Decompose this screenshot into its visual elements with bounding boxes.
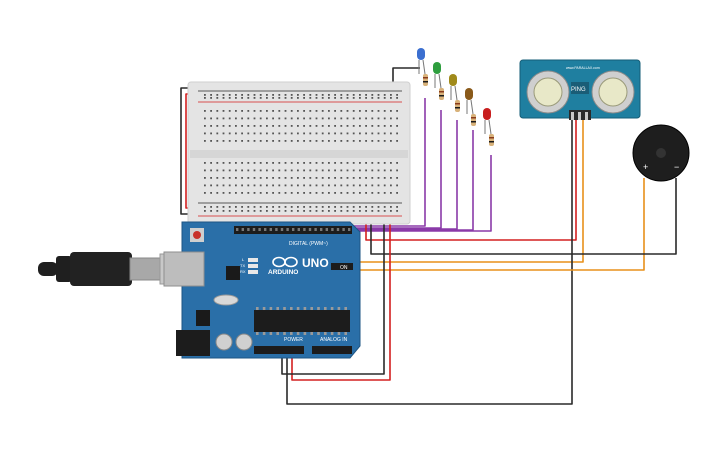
led-1 <box>417 48 428 86</box>
buzzer-minus: − <box>674 162 679 172</box>
wire-sensor-black <box>286 118 573 405</box>
sensor-site: www.PARALLAX.com <box>566 66 600 70</box>
wire-buzzer-black <box>370 178 677 255</box>
led-array <box>417 48 494 146</box>
led-2 <box>433 62 444 100</box>
digital-header-label: DIGITAL (PWM~) <box>289 241 328 247</box>
arduino-uno-board: ARDUINO UNO DIGITAL (PWM~) POWER ANALOG … <box>163 221 361 359</box>
ultrasonic-sensor: PING www.PARALLAX.com <box>519 59 641 120</box>
digital-header-pins <box>236 228 351 231</box>
led-rx-label: RX <box>240 269 246 274</box>
arduino-brand: ARDUINO <box>268 269 298 276</box>
buzzer-plus: + <box>643 162 648 172</box>
on-led-label: ON <box>340 265 348 271</box>
power-header-label: POWER <box>284 337 303 343</box>
chip-pins <box>256 307 347 335</box>
piezo-buzzer: + − <box>632 124 690 182</box>
breadboard <box>187 81 411 225</box>
analog-header-label: ANALOG IN <box>320 337 348 343</box>
led-5 <box>483 108 494 146</box>
arduino-logo-icon <box>272 256 298 268</box>
led-tx-label: TX <box>240 263 245 268</box>
sensor-label: PING <box>571 87 586 93</box>
wire-sensor-red <box>365 118 577 241</box>
breadboard-holes <box>204 94 398 212</box>
led-3 <box>449 74 460 112</box>
wire-power-black <box>281 216 385 375</box>
arduino-model: UNO <box>302 256 329 270</box>
led-l-label: L <box>242 257 245 262</box>
led-4 <box>465 88 476 126</box>
wire-power-red <box>291 216 391 381</box>
